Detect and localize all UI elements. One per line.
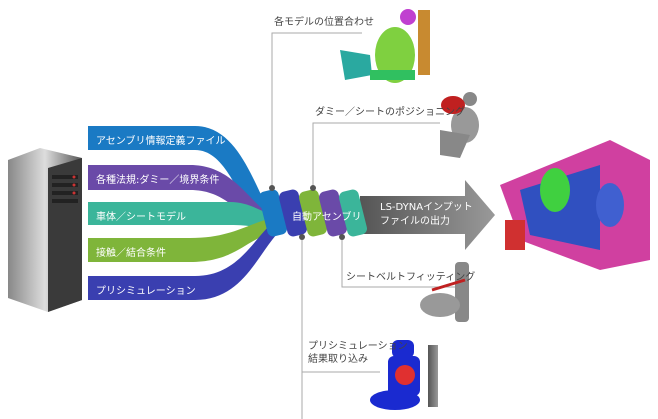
input-label-regulations: 各種法規:ダミー／境界条件: [96, 175, 220, 186]
seatbelt-image: [420, 262, 469, 322]
presim-seat-image: [370, 340, 438, 410]
ribbon-presim: [88, 225, 276, 300]
vehicle-model-image: [500, 140, 650, 270]
step-presim-line2: 結果取り込み: [308, 354, 368, 365]
input-label-body-seat: 車体／シートモデル: [96, 212, 186, 223]
step-presim: プリシミュレーション 結果取り込み: [308, 340, 408, 366]
output-label: LS-DYNAインプット ファイルの出力: [380, 201, 473, 229]
step-seatbelt: シートベルトフィッティング: [346, 272, 476, 283]
center-label: 自動アセンブリ: [292, 212, 362, 223]
ribbon-assembly-file: [88, 126, 272, 232]
input-label-assembly-file: アセンブリ情報定義ファイル: [96, 136, 226, 147]
step-dummy-seat: ダミー／シートのポジショニング: [315, 107, 465, 118]
assembly-cylinders: [259, 189, 367, 237]
step-presim-line1: プリシミュレーション: [308, 341, 408, 352]
output-label-line2: ファイルの出力: [380, 216, 450, 227]
callout-lines: [271, 32, 455, 419]
input-label-contact: 接触／結合条件: [96, 248, 166, 259]
dummy-seat-image: [440, 92, 479, 158]
ribbon-contact: [88, 218, 274, 262]
input-label-presim: プリシミュレーション: [96, 286, 196, 297]
dummy-positioning-image: [340, 9, 430, 83]
ribbon-body-seat: [88, 202, 275, 230]
server-icon: [8, 148, 82, 312]
output-label-line1: LS-DYNAインプット: [380, 202, 473, 213]
ribbon-regulations: [88, 165, 275, 232]
step-positioning: 各モデルの位置合わせ: [274, 17, 374, 28]
output-arrow: [360, 180, 495, 250]
